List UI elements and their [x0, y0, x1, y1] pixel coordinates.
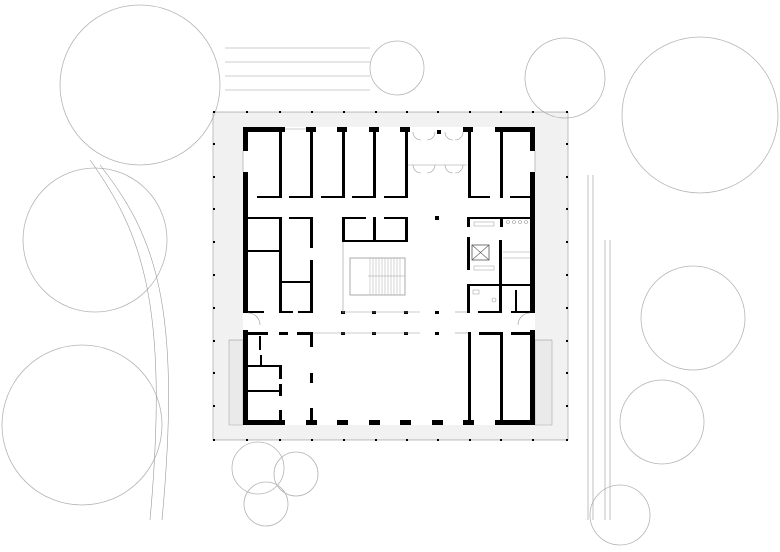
tree [619, 379, 705, 465]
tree [243, 481, 289, 527]
trees [1, 4, 779, 546]
deck-columns [213, 111, 568, 441]
tree [231, 441, 285, 495]
tree [22, 167, 168, 313]
site-paths [89, 47, 611, 521]
tree [524, 37, 606, 119]
tree [273, 451, 319, 497]
stairs [349, 257, 406, 296]
parking-stripes [225, 47, 370, 91]
doors [247, 131, 531, 326]
thin-partitions [242, 128, 536, 334]
restroom-fixtures [472, 220, 530, 303]
tree [621, 36, 779, 194]
tree [640, 265, 746, 371]
elevator-icon [471, 244, 490, 261]
walls [243, 127, 535, 425]
tree [1, 344, 163, 506]
tree [589, 484, 651, 546]
tree [59, 4, 221, 166]
tree [369, 40, 425, 96]
